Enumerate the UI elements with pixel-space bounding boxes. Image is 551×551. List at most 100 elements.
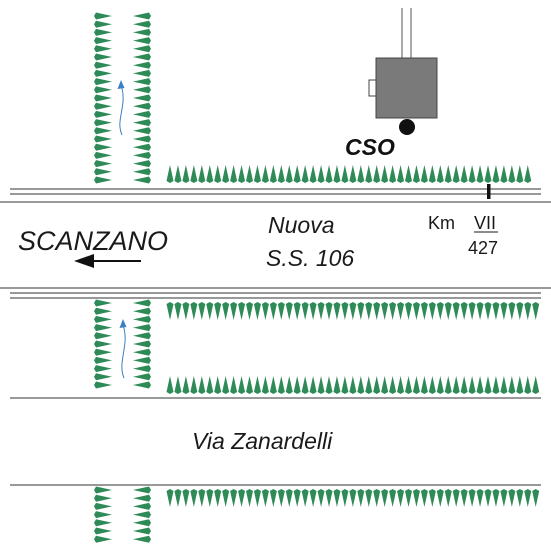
tree-icon [94, 78, 112, 86]
tree-icon [476, 376, 484, 394]
tree-icon [174, 376, 182, 394]
tree-icon [325, 489, 333, 507]
tree-icon [94, 160, 112, 168]
tree-icon [420, 165, 428, 183]
tree-icon [133, 119, 151, 127]
tree-icon [214, 489, 222, 507]
tree-icon [397, 302, 405, 320]
tree-icon [133, 307, 151, 315]
left-arrow-icon [74, 254, 141, 268]
tree-icon [94, 365, 112, 373]
tree-icon [133, 69, 151, 77]
vegetation-row-mid-upper [166, 302, 540, 320]
tree-icon [269, 165, 277, 183]
tree-icon [428, 302, 436, 320]
tree-icon [94, 45, 112, 53]
tree-icon [389, 302, 397, 320]
tree-icon [420, 376, 428, 394]
direction-label: SCANZANO [18, 226, 168, 256]
vegetation-column-mid-left [94, 299, 112, 389]
tree-icon [94, 151, 112, 159]
tree-icon [500, 165, 508, 183]
tree-icon [405, 376, 412, 394]
tree-icon [94, 381, 112, 389]
tree-icon [508, 302, 516, 320]
tree-icon [381, 376, 389, 394]
tree-icon [246, 376, 253, 394]
tree-icon [492, 376, 500, 394]
tree-icon [174, 165, 182, 183]
tree-icon [133, 299, 151, 307]
tree-icon [133, 86, 151, 94]
tree-icon [94, 69, 112, 77]
tree-icon [133, 365, 151, 373]
tree-icon [357, 376, 365, 394]
tree-icon [133, 494, 151, 502]
tree-icon [373, 165, 381, 183]
tree-icon [133, 502, 151, 510]
tree-icon [484, 165, 492, 183]
tree-icon [468, 165, 476, 183]
tree-icon [94, 332, 112, 340]
tree-icon [94, 315, 112, 323]
tree-icon [206, 165, 214, 183]
tree-icon [94, 143, 112, 151]
tree-icon [341, 302, 349, 320]
tree-icon [365, 376, 373, 394]
tree-icon [325, 165, 333, 183]
tree-icon [133, 332, 151, 340]
tree-icon [94, 176, 112, 184]
tree-icon [133, 315, 151, 323]
tree-icon [133, 168, 151, 176]
tree-icon [198, 489, 206, 507]
tree-icon [214, 165, 222, 183]
tree-icon [253, 165, 261, 183]
tree-icon [133, 12, 151, 20]
tree-icon [516, 376, 524, 394]
tree-icon [133, 102, 151, 110]
tree-icon [532, 489, 540, 507]
tree-icon [182, 302, 190, 320]
tree-icon [317, 165, 325, 183]
vegetation-column-bottom-left [94, 486, 112, 543]
tree-icon [333, 302, 341, 320]
tree-icon [261, 376, 269, 394]
tree-icon [484, 302, 492, 320]
tree-icon [436, 302, 444, 320]
tree-icon [500, 302, 508, 320]
tree-icon [246, 165, 253, 183]
tree-icon [133, 53, 151, 61]
tree-icon [94, 535, 112, 543]
tree-icon [412, 302, 420, 320]
tree-icon [365, 302, 373, 320]
tree-icon [133, 340, 151, 348]
tree-icon [524, 302, 532, 320]
tree-icon [397, 165, 405, 183]
tree-icon [325, 302, 333, 320]
tree-icon [133, 176, 151, 184]
tree-icon [261, 489, 269, 507]
tree-icon [317, 489, 325, 507]
tree-icon [133, 45, 151, 53]
tree-icon [484, 376, 492, 394]
tree-icon [222, 165, 230, 183]
tree-icon [94, 86, 112, 94]
tree-icon [317, 302, 325, 320]
tree-icon [349, 376, 357, 394]
tree-icon [133, 151, 151, 159]
road-lines [0, 188, 551, 486]
tree-icon [261, 165, 269, 183]
tree-icon [190, 165, 198, 183]
tree-icon [206, 489, 214, 507]
tree-icon [133, 324, 151, 332]
tree-icon [133, 381, 151, 389]
tree-icon [133, 61, 151, 69]
tree-icon [412, 376, 420, 394]
tree-icon [317, 376, 325, 394]
tree-icon [492, 302, 500, 320]
tree-icon [94, 494, 112, 502]
tree-icon [293, 302, 301, 320]
tree-icon [94, 373, 112, 381]
tree-icon [460, 376, 468, 394]
tree-icon [230, 376, 238, 394]
